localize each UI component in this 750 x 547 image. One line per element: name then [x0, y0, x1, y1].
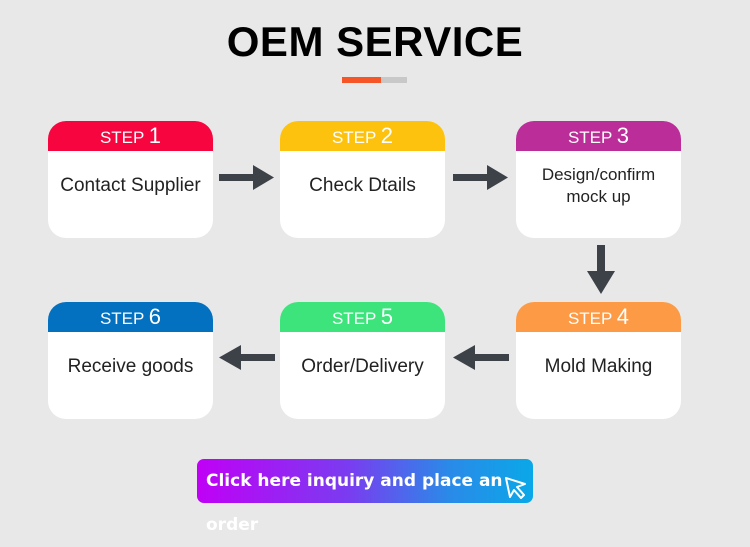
step-header: STEP 6	[48, 302, 213, 332]
step-card-1: STEP 1 Contact Supplier	[48, 121, 213, 238]
arrow-right-icon	[453, 165, 508, 190]
inquiry-order-button[interactable]: Click here inquiry and place an order	[197, 459, 533, 535]
step-word: STEP	[99, 128, 145, 147]
cursor-pointer-icon	[505, 477, 526, 499]
step-label: Design/confirm mock up	[541, 164, 656, 206]
step-number: 4	[616, 304, 630, 329]
step-word: STEP	[331, 309, 377, 328]
step-header: STEP 5	[280, 302, 445, 332]
underline-accent	[342, 77, 381, 83]
step-card-2: STEP 2 Check Dtails	[280, 121, 445, 238]
underline-rest	[381, 77, 407, 83]
step-number: 5	[380, 304, 394, 329]
inquiry-order-label: Click here inquiry and place an order	[206, 471, 503, 535]
step-card-5: STEP 5 Order/Delivery	[280, 302, 445, 419]
title-underline	[342, 77, 407, 83]
step-label: Order/Delivery	[301, 355, 424, 377]
step-card-4: STEP 4 Mold Making	[516, 302, 681, 419]
step-header: STEP 2	[280, 121, 445, 151]
arrow-left-icon	[219, 345, 275, 370]
step-word: STEP	[99, 309, 145, 328]
step-label: Check Dtails	[309, 174, 416, 196]
step-number: 3	[616, 123, 630, 148]
arrow-left-icon	[453, 345, 509, 370]
step-word: STEP	[567, 309, 613, 328]
step-number: 1	[148, 123, 162, 148]
page-title: OEM SERVICE	[226, 18, 524, 65]
step-label: Receive goods	[67, 355, 194, 377]
step-word: STEP	[331, 128, 377, 147]
step-header: STEP 1	[48, 121, 213, 151]
step-label: Contact Supplier	[60, 174, 201, 196]
arrow-right-icon	[219, 165, 274, 190]
step-card-6: STEP 6 Receive goods	[48, 302, 213, 419]
step-number: 6	[148, 304, 162, 329]
step-label: Mold Making	[544, 355, 653, 377]
step-number: 2	[380, 123, 394, 148]
step-header: STEP 3	[516, 121, 681, 151]
step-card-3: STEP 3 Design/confirm mock up	[516, 121, 681, 238]
arrow-down-icon	[587, 245, 615, 294]
step-word: STEP	[567, 128, 613, 147]
step-header: STEP 4	[516, 302, 681, 332]
